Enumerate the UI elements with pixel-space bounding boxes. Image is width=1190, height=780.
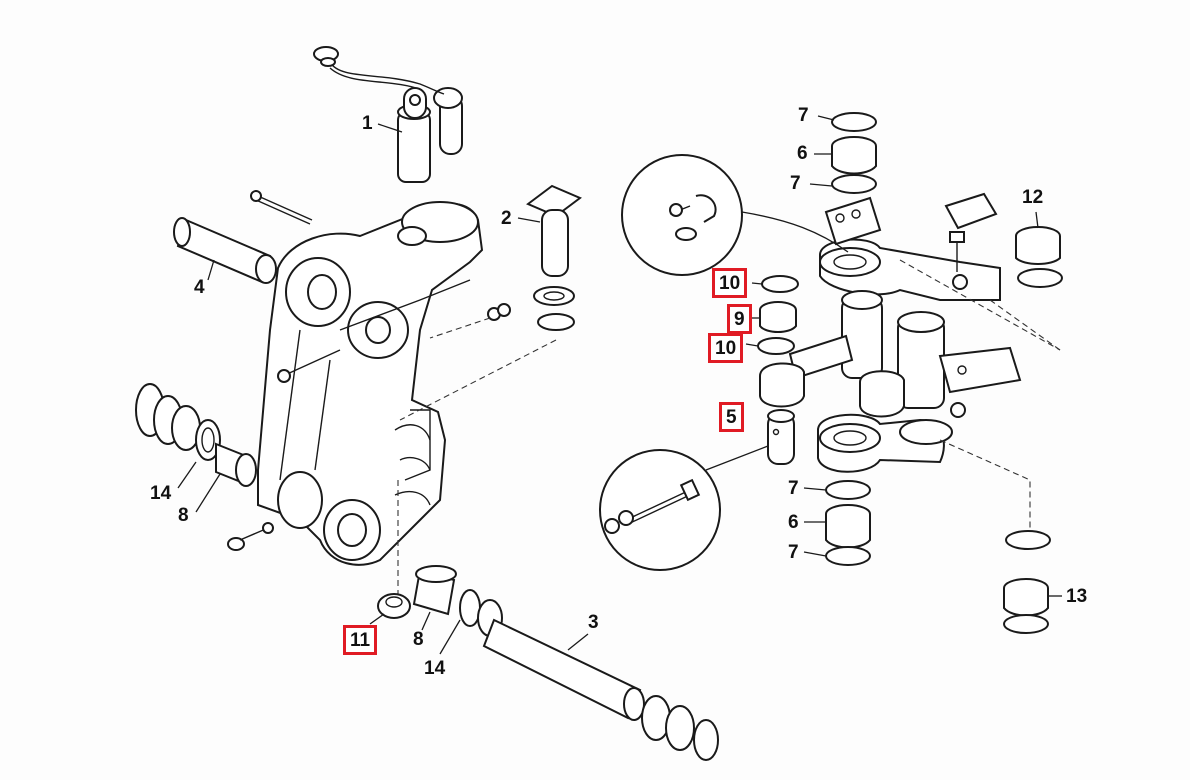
callout-part-14-lower: 14 — [424, 658, 446, 679]
left-bushing-stack — [135, 383, 274, 551]
callout-part-7-upper-bottom: 7 — [790, 173, 801, 194]
callout-part-3: 3 — [588, 612, 599, 633]
lower-bushing-stack — [825, 480, 871, 566]
part-12-bushing — [1015, 226, 1063, 288]
callout-part-4: 4 — [194, 277, 205, 298]
callout-part-12: 12 — [1022, 187, 1044, 208]
callout-part-8-lower: 8 — [413, 629, 424, 650]
callout-part-11-highlighted: 11 — [343, 625, 378, 655]
swing-frame — [257, 201, 484, 566]
part-2-pin-with-washer — [399, 184, 582, 421]
callout-part-2: 2 — [501, 208, 512, 229]
part-4-pivot-pin — [173, 190, 313, 284]
nut-pair — [429, 303, 511, 339]
callout-part-14-left: 14 — [150, 483, 172, 504]
detail-bolt-nuts — [599, 445, 769, 571]
part-13-bushing — [1003, 530, 1051, 634]
center-bushing-stack — [757, 275, 799, 355]
part-1-lock-pin — [313, 46, 463, 183]
callout-part-7-lower-top: 7 — [788, 478, 799, 499]
callout-part-6-upper: 6 — [797, 143, 808, 164]
detail-grease-nipple — [621, 154, 849, 276]
callout-part-13: 13 — [1066, 586, 1088, 607]
callout-part-6-lower: 6 — [788, 512, 799, 533]
callout-part-10-lower-highlighted: 10 — [708, 333, 744, 363]
kingpin-bracket — [759, 192, 1061, 530]
callout-part-10-upper-highlighted: 10 — [712, 268, 748, 298]
lower-shaft-assembly — [377, 480, 719, 761]
upper-bushing-stack — [831, 112, 877, 194]
callout-part-7-top: 7 — [798, 105, 809, 126]
callout-part-9-highlighted: 9 — [727, 304, 752, 334]
callout-part-1: 1 — [362, 113, 373, 134]
callout-part-8-left: 8 — [178, 505, 189, 526]
callout-part-7-bottom: 7 — [788, 542, 799, 563]
part-5-pin — [767, 409, 795, 465]
leader-lines — [177, 115, 1062, 655]
callout-part-5-highlighted: 5 — [719, 402, 744, 432]
